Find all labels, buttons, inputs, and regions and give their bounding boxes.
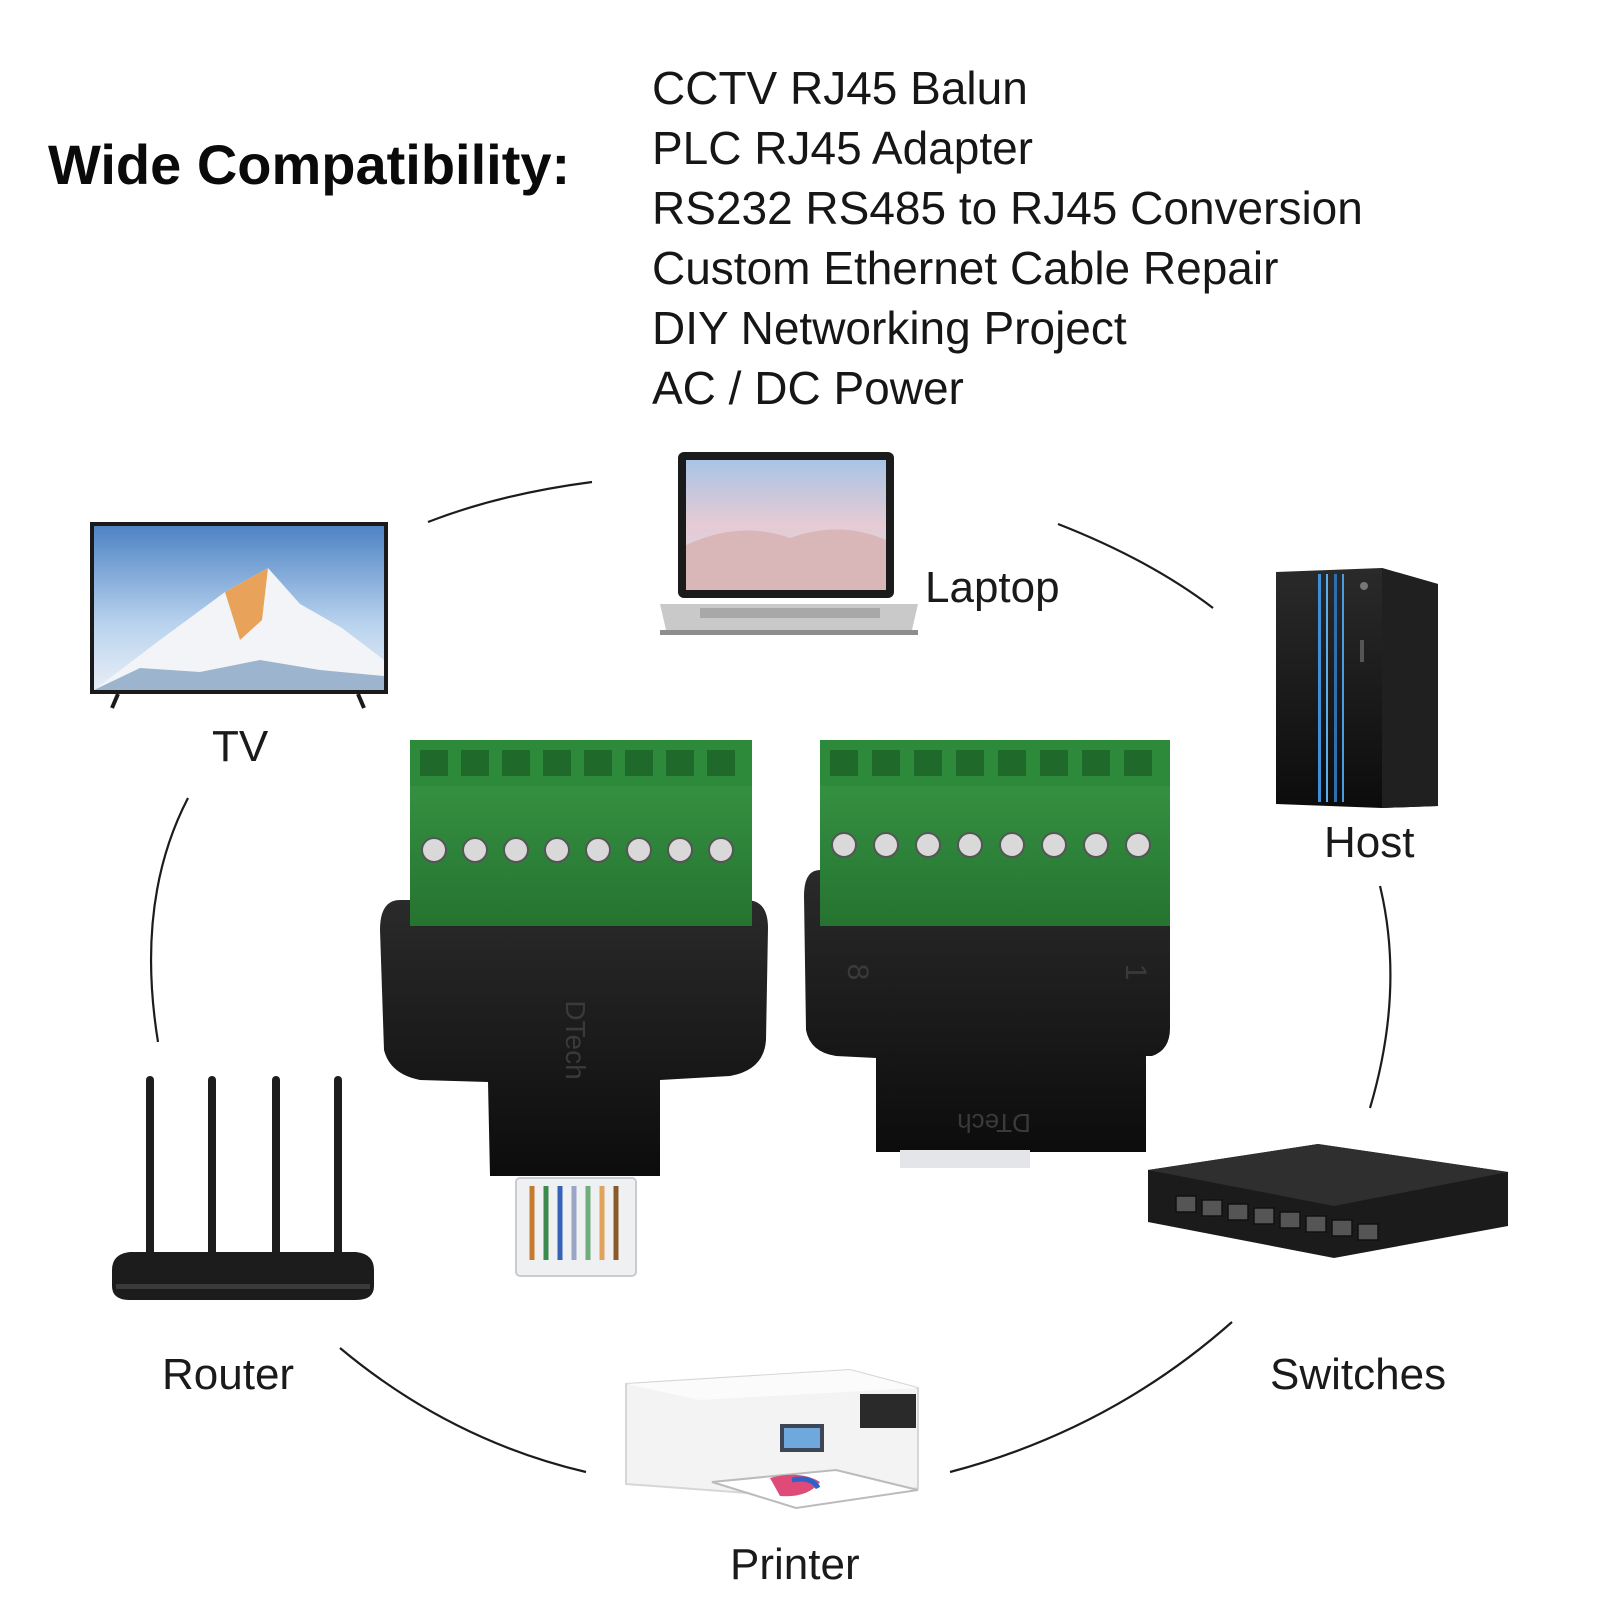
compatibility-item: DIY Networking Project [652, 302, 1127, 354]
ring-arc-laptop-host [1057, 522, 1214, 609]
host-tower-icon [1276, 568, 1438, 808]
switch-icon [1148, 1144, 1508, 1258]
host-label: Host [1324, 818, 1415, 867]
printer-label: Printer [730, 1540, 860, 1589]
right-adapter-pin-8: 8 [841, 964, 874, 981]
rj45-terminal-adapter-right: 8 1 DTech [804, 740, 1170, 1168]
ring-arc-host-switches [1368, 885, 1392, 1109]
laptop-label: Laptop [925, 563, 1060, 612]
printer-icon [625, 1368, 919, 1510]
ring-arc-switches-printer [949, 1321, 1233, 1474]
page-heading: Wide Compatibility: [48, 133, 571, 196]
compatibility-item: PLC RJ45 Adapter [652, 122, 1034, 174]
compatibility-item: Custom Ethernet Cable Repair [652, 242, 1279, 294]
right-adapter-pin-1: 1 [1119, 964, 1152, 981]
ring-arc-tv-laptop [427, 480, 593, 524]
compatibility-item: CCTV RJ45 Balun [652, 62, 1028, 114]
router-label: Router [162, 1350, 295, 1399]
tv-label: TV [212, 722, 269, 771]
switches-label: Switches [1270, 1350, 1447, 1399]
left-adapter-brand: DTech [560, 1000, 591, 1079]
connection-ring [149, 480, 1392, 1474]
compatibility-item: RS232 RS485 to RJ45 Conversion [652, 182, 1363, 234]
rj45-terminal-adapter-left: DTech [380, 740, 768, 1277]
compatibility-list: CCTV RJ45 Balun PLC RJ45 Adapter RS232 R… [652, 58, 1363, 418]
ring-arc-router-tv [149, 797, 189, 1043]
router-icon [112, 1076, 374, 1300]
laptop-icon [660, 452, 918, 635]
compatibility-item: AC / DC Power [652, 362, 964, 414]
ring-arc-printer-router [339, 1347, 587, 1474]
right-adapter-brand: DTech [957, 1108, 1031, 1138]
tv-icon [90, 522, 388, 709]
